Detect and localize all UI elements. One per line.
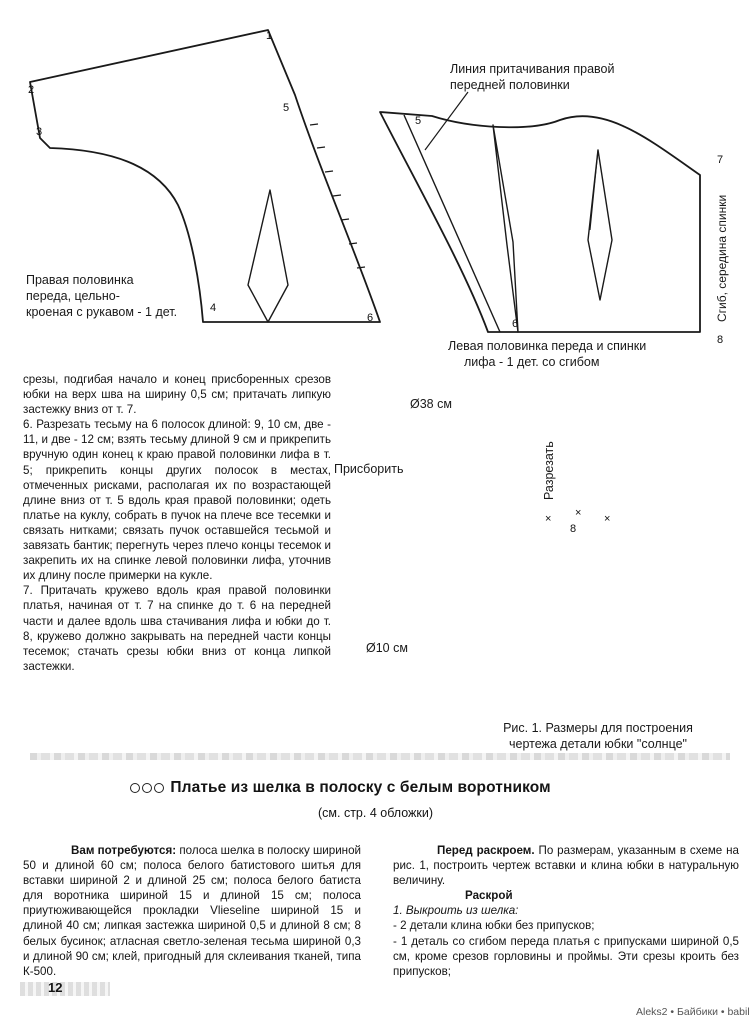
front-point-6: 6 [367,312,374,324]
front-point-4: 4 [210,302,217,314]
skirt-point-8: 8 [570,523,577,535]
cutting-bullet-1: - 2 детали клина юбки без припусков; [393,919,595,933]
instruction-step-7: 7. Притачать кружево вдоль края правой п… [23,584,331,673]
front-point-3: 3 [36,126,43,138]
cutting-section: Перед раскроем. По размерам, указанным в… [393,843,739,979]
back-point-6: 6 [512,318,519,330]
front-piece-ticks [309,123,366,269]
materials-lead: Вам потребуются: [71,844,177,857]
back-piece-dart-1 [492,124,519,333]
front-piece-outline [29,29,381,323]
front-piece-caption: Правая половинка переда, цельно- кроеная… [26,273,178,319]
figure-caption: Рис. 1. Размеры для построения чертежа д… [503,721,693,751]
cutting-step-1: 1. Выкроить из шелка: [393,904,519,918]
back-piece-attach-line [403,114,501,333]
skirt-cross-mark: × [575,507,582,519]
page-number: 12 [48,980,63,995]
cutting-heading: Раскрой [465,889,513,903]
back-fold-label: Сгиб, середина спинки [715,194,729,322]
back-point-8: 8 [717,334,724,346]
outer-diameter-label: Ø38 см [410,397,452,411]
back-piece-outline [379,111,701,333]
gather-label: Присборить [334,462,404,476]
page-strip-decoration [20,982,110,996]
cutting-bullet-2: - 1 деталь со сгибом переда платья с при… [393,934,739,978]
cut-label: Разрезать [542,441,556,500]
front-point-5: 5 [283,102,290,114]
decorative-band [30,753,730,760]
instruction-continued: срезы, подгибая начало и конец присборен… [23,373,331,417]
back-piece-caption: Левая половинка переда и спинки лифа - 1… [448,339,647,369]
front-piece-dart [247,189,289,323]
back-point-7: 7 [717,154,724,166]
back-point-5: 5 [415,115,422,127]
materials-paragraph: Вам потребуются: полоса шелка в полоску … [23,844,362,978]
skirt-cross-mark: × [545,513,552,525]
front-point-2: 2 [28,84,35,96]
skirt-cross-mark: × [604,513,611,525]
inner-diameter-label: Ø10 см [366,641,408,655]
back-piece-dart-2 [587,149,613,301]
back-piece-callout: Линия притачивания правой передней полов… [450,62,615,92]
instruction-step-6: 6. Разрезать тесьму на 6 полосок длиной:… [23,418,331,583]
section-subtitle: (см. стр. 4 обложки) [318,806,434,820]
front-point-1: 1 [266,30,273,42]
pattern-drawings [29,29,701,333]
instructions-column: срезы, подгибая начало и конец присборен… [23,372,331,674]
ornament-icon [130,779,166,796]
cutting-intro: Перед раскроем. По размерам, указанным в… [393,844,739,888]
watermark: Aleks2 • Байбики • babiki.ru [636,1006,749,1018]
section-title: Платье из шелка в полоску с белым воротн… [130,779,551,797]
